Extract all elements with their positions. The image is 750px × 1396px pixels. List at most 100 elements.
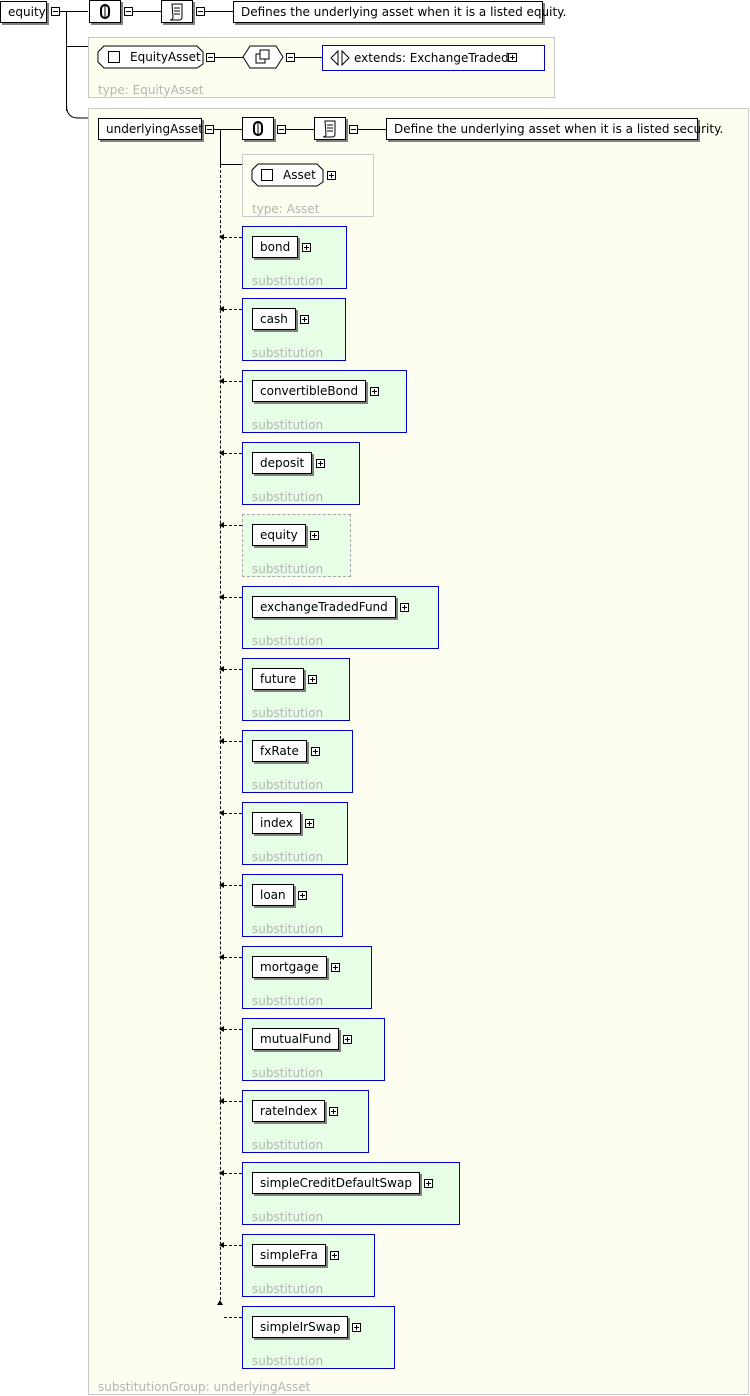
substitution-arrow — [219, 1242, 224, 1248]
substitution-label: substitution — [252, 418, 324, 432]
element-underlying-asset[interactable]: underlyingAsset — [98, 118, 203, 140]
expand-toggle-substitution[interactable] — [305, 819, 314, 828]
expand-toggle-substitution[interactable] — [352, 1323, 361, 1332]
documentation-icon-2[interactable] — [314, 117, 346, 140]
expand-toggle-substitution[interactable] — [298, 891, 307, 900]
substitution-element[interactable]: simpleIrSwap — [252, 1316, 349, 1338]
substitution-connector — [224, 813, 242, 814]
complex-type-equity-asset[interactable] — [97, 45, 205, 69]
collapse-toggle-doc[interactable] — [196, 7, 205, 16]
substitution-element[interactable]: convertibleBond — [252, 380, 367, 402]
substitution-label: substitution — [252, 562, 324, 576]
expand-toggle-substitution[interactable] — [310, 531, 319, 540]
documentation-text-2: Define the underlying asset when it is a… — [394, 122, 724, 136]
connector — [214, 129, 242, 130]
substitution-element-label: future — [260, 672, 297, 686]
expand-toggle-substitution[interactable] — [316, 459, 325, 468]
expand-toggle-substitution[interactable] — [330, 1251, 339, 1260]
substitution-element-label: simpleCreditDefaultSwap — [260, 1176, 412, 1190]
substitution-arrow — [219, 1026, 224, 1032]
substitution-label: substitution — [252, 1354, 324, 1368]
expand-toggle-extends[interactable] — [508, 53, 517, 62]
substitution-element[interactable]: fxRate — [252, 740, 307, 762]
substitution-label: substitution — [252, 994, 324, 1008]
substitution-label: substitution — [252, 1282, 324, 1296]
documentation-icon[interactable] — [161, 0, 193, 23]
connector — [66, 11, 67, 111]
substitution-label: substitution — [252, 274, 324, 288]
substitution-arrow — [219, 522, 224, 528]
substitution-element-label: index — [260, 816, 293, 830]
checkbox-icon-2 — [261, 169, 273, 181]
collapse-toggle-equity-asset[interactable] — [206, 53, 215, 62]
expand-toggle-substitution[interactable] — [329, 1107, 338, 1116]
substitution-connector — [224, 453, 242, 454]
substitution-arrow — [219, 666, 224, 672]
documentation-annotation-underlying: Define the underlying asset when it is a… — [386, 118, 723, 140]
checkbox-icon — [108, 51, 120, 63]
substitution-element[interactable]: exchangeTradedFund — [252, 596, 396, 618]
substitution-label: substitution — [252, 634, 324, 648]
extension-icon — [330, 50, 350, 66]
choice-compositor-icon[interactable] — [242, 117, 274, 140]
collapse-toggle-root[interactable] — [51, 7, 60, 16]
root-element-equity[interactable]: equity — [0, 1, 47, 23]
substitution-arrow — [219, 882, 224, 888]
substitution-label: substitution — [252, 922, 324, 936]
collapse-toggle-doc-2[interactable] — [349, 125, 358, 134]
collapse-toggle-group[interactable] — [286, 53, 295, 62]
expand-toggle-substitution[interactable] — [400, 603, 409, 612]
collapse-toggle-choice[interactable] — [277, 125, 286, 134]
substitution-connector — [224, 1245, 242, 1246]
expand-toggle-substitution[interactable] — [331, 963, 340, 972]
substitution-label: substitution — [252, 1138, 324, 1152]
substitution-connector — [224, 1101, 242, 1102]
substitution-element-label: simpleIrSwap — [260, 1320, 341, 1334]
asset-label: Asset — [283, 168, 316, 182]
collapse-toggle-sequence[interactable] — [124, 7, 133, 16]
substitution-element[interactable]: deposit — [252, 452, 313, 474]
substitution-connector — [224, 885, 242, 886]
substitution-element[interactable]: simpleFra — [252, 1244, 326, 1266]
expand-toggle-substitution[interactable] — [311, 747, 320, 756]
substitution-element[interactable]: simpleCreditDefaultSwap — [252, 1172, 420, 1194]
expand-toggle-substitution[interactable] — [370, 387, 379, 396]
connector — [220, 164, 242, 165]
substitution-element[interactable]: mortgage — [252, 956, 327, 978]
element-label: underlyingAsset — [106, 122, 203, 136]
connector — [286, 129, 314, 130]
substitution-arrow — [219, 450, 224, 456]
connector — [295, 57, 323, 58]
substitution-element[interactable]: rateIndex — [252, 1100, 326, 1122]
substitution-element-label: mortgage — [260, 960, 319, 974]
substitution-element[interactable]: bond — [252, 236, 299, 258]
sequence-compositor-icon[interactable] — [89, 0, 121, 23]
sequence-group-icon[interactable] — [242, 45, 284, 69]
collapse-toggle-underlying-asset[interactable] — [205, 125, 214, 134]
substitution-element[interactable]: cash — [252, 308, 296, 330]
substitution-element[interactable]: index — [252, 812, 301, 834]
type-label-asset: type: Asset — [252, 202, 320, 216]
substitution-element[interactable]: future — [252, 668, 305, 690]
documentation-annotation-root: Defines the underlying asset when it is … — [233, 1, 566, 23]
expand-toggle-substitution[interactable] — [302, 243, 311, 252]
substitution-group-label: substitutionGroup: underlyingAsset — [98, 1380, 311, 1394]
connector — [358, 129, 386, 130]
connector — [60, 11, 88, 12]
type-label-equity-asset: type: EquityAsset — [98, 83, 204, 97]
substitution-element[interactable]: loan — [252, 884, 294, 906]
expand-toggle-substitution[interactable] — [308, 675, 317, 684]
connector — [66, 46, 88, 47]
substitution-label: substitution — [252, 490, 324, 504]
expand-toggle-asset[interactable] — [327, 171, 336, 180]
substitution-element-label: simpleFra — [260, 1248, 318, 1262]
substitution-arrow — [219, 1170, 224, 1176]
substitution-element-label: equity — [260, 528, 298, 542]
extends-box[interactable] — [322, 45, 545, 71]
expand-toggle-substitution[interactable] — [343, 1035, 352, 1044]
substitution-element[interactable]: equity — [252, 524, 306, 546]
substitution-element[interactable]: mutualFund — [252, 1028, 340, 1050]
substitution-label: substitution — [252, 706, 324, 720]
expand-toggle-substitution[interactable] — [300, 315, 309, 324]
expand-toggle-substitution[interactable] — [424, 1179, 433, 1188]
